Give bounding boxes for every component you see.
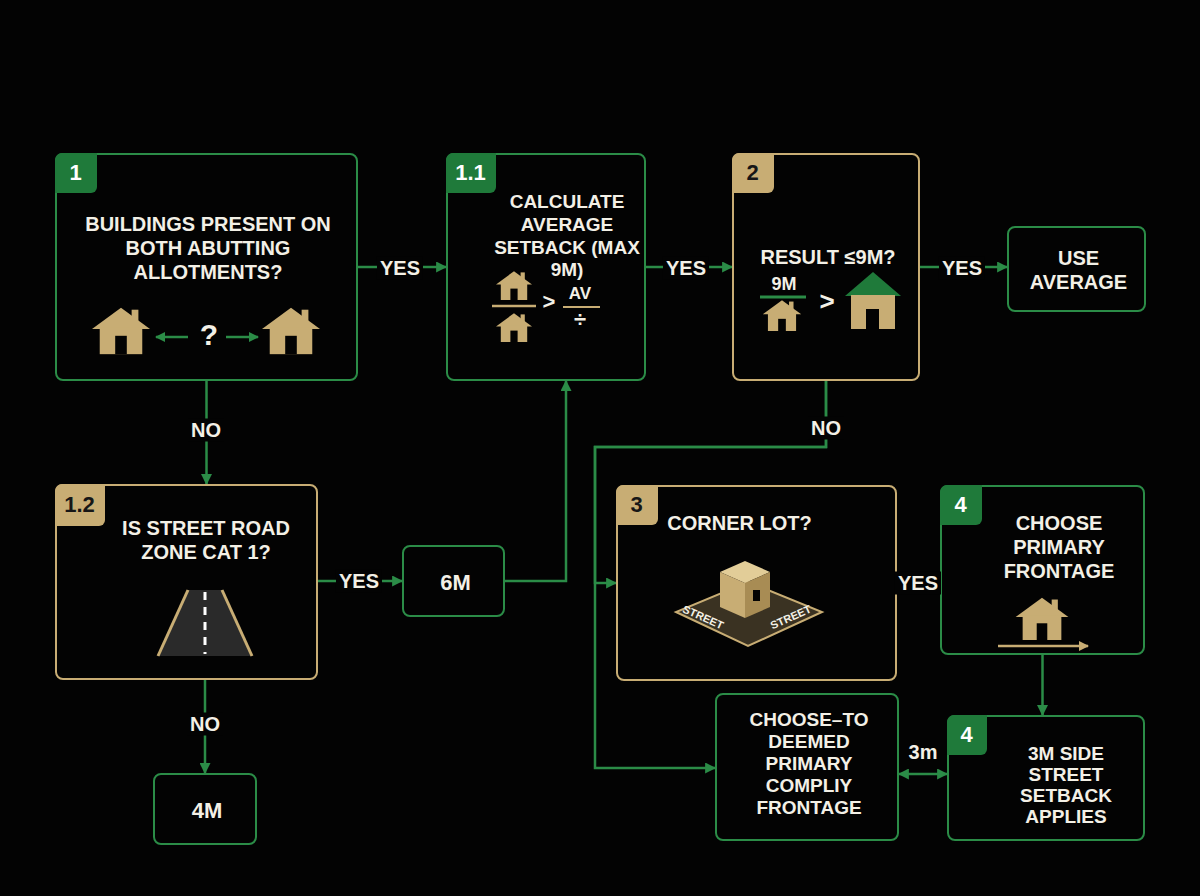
arrow-icon [156,336,188,339]
step-text: CORNER LOT? [662,511,817,535]
step-number: 1.1 [446,153,496,193]
edge-label: YES [895,572,941,595]
step-number: 4 [947,715,987,755]
house-icon [496,313,532,342]
step-number: 1.2 [55,484,105,526]
step-number: 3 [616,485,658,525]
house-icon [1016,598,1069,640]
result-box: USE AVERAGE [1007,226,1146,312]
icon-symbol: ? [187,317,231,353]
house-icon [92,308,150,354]
step-text: CHOOSE–TO DEEMED PRIMARY COMPLIY FRONTAG… [731,709,887,819]
building-window [753,590,760,601]
edge-label: YES [663,257,709,280]
step-box: 1.2IS STREET ROAD ZONE CAT 1? [55,484,318,680]
limit-line [760,296,806,299]
house-icon [262,308,320,354]
house-icon [763,300,801,331]
step-text: USE AVERAGE [1017,246,1140,294]
building-right [745,572,770,618]
arrow-icon [226,336,258,339]
house-roof [845,272,901,296]
icon-symbol: > [816,286,838,317]
road-edge [222,590,252,656]
step-box: 2RESULT ≤9M? 9M > [732,153,920,381]
step-text: CALCULATE AVERAGE SETBACK (MAX 9M) [492,191,642,282]
step-box: 4CHOOSE PRIMARY FRONTAGE [940,485,1145,655]
flow-connector [899,773,947,776]
road-icon [158,590,252,656]
edge-label: YES [939,257,985,280]
building-left [720,572,745,618]
house-door [866,309,879,329]
step-text: AV [562,284,598,304]
step-text: BUILDINGS PRESENT ON BOTH ABUTTING ALLOT… [73,212,343,284]
edge-label: NO [188,419,224,442]
result-box: 4M [153,773,257,845]
result-box: 6M [402,545,505,617]
step-box: 43M SIDE STREET SETBACK APPLIES [947,715,1145,841]
house-icon [496,271,532,300]
edge-label: NO [808,417,844,440]
step-box: 3CORNER LOT? STREET STREET [616,485,897,681]
step-text: 4M [161,798,253,824]
flow-connector [505,381,566,581]
flow-connector [595,381,826,583]
road-dashes [204,592,207,654]
step-number: 1 [55,153,97,193]
icon-symbol: > [539,289,559,315]
edge-label: YES [336,570,382,593]
step-box: 1.1CALCULATE AVERAGE SETBACK (MAX 9M) >AV… [446,153,646,381]
road-edge [158,590,188,656]
step-text: 9M [762,274,806,296]
step-text: CHOOSE PRIMARY FRONTAGE [984,511,1134,583]
icon-symbol: ÷ [562,307,598,333]
street-label: STREET [672,599,734,636]
street-label: STREET [760,599,822,636]
step-box: 1BUILDINGS PRESENT ON BOTH ABUTTING ALLO… [55,153,358,381]
edge-label: 3m [906,741,941,764]
step-text: IS STREET ROAD ZONE CAT 1? [97,516,315,564]
step-text: RESULT ≤9M? [746,245,910,269]
step-number: 4 [940,485,982,525]
house-body [851,295,895,329]
edge-label: NO [187,713,223,736]
frontage-arrow [998,645,1088,648]
result-box: CHOOSE–TO DEEMED PRIMARY COMPLIY FRONTAG… [715,693,899,841]
step-text: 6M [410,570,501,596]
edge-label: YES [377,257,423,280]
step-text: 3M SIDE STREET SETBACK APPLIES [991,743,1141,827]
fraction-line [492,305,536,308]
flow-connector [1041,655,1044,715]
step-number: 2 [732,153,774,193]
